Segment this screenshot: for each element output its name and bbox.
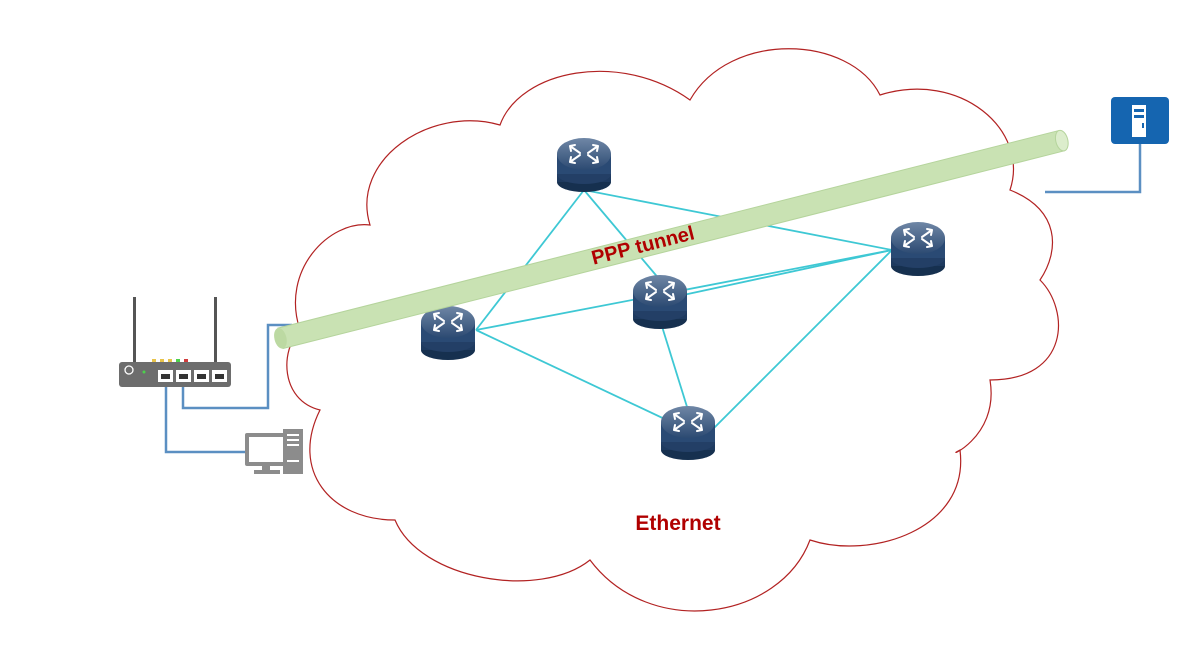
link-left-bottom bbox=[475, 329, 689, 431]
link-modem-pc bbox=[164, 380, 245, 454]
desktop-pc-icon bbox=[245, 429, 303, 474]
link-modem-cloud bbox=[181, 323, 292, 410]
link-server-cloud bbox=[1045, 140, 1142, 194]
network-label: Ethernet bbox=[635, 512, 720, 535]
link-center-bottom bbox=[659, 319, 689, 411]
router-bottom bbox=[660, 405, 716, 461]
ethernet-cloud bbox=[286, 48, 1059, 612]
router-left bbox=[420, 305, 476, 361]
link-center-right bbox=[659, 249, 893, 301]
modem-icon bbox=[119, 297, 231, 387]
router-top bbox=[556, 137, 612, 193]
tunnel-label: PPP tunnel bbox=[589, 222, 696, 269]
router-right bbox=[890, 221, 946, 277]
link-top-center bbox=[583, 189, 661, 281]
router-center bbox=[632, 274, 688, 330]
link-top-left bbox=[475, 189, 585, 331]
ppp-tunnel bbox=[274, 129, 1069, 350]
access-links bbox=[164, 140, 1142, 454]
link-right-bottom bbox=[711, 249, 893, 431]
server-icon bbox=[1111, 97, 1169, 144]
